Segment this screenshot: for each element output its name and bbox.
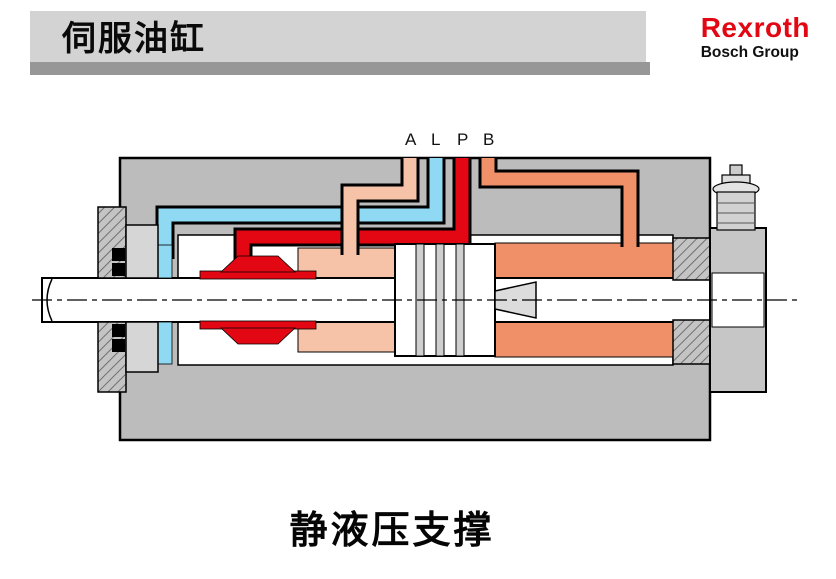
rod-seal [112,324,125,337]
port-label-l: L [431,130,441,149]
title-banner [30,11,646,62]
right-end-block [709,227,767,393]
port-a-channel [340,158,420,255]
gland-leakage-passages [156,244,173,365]
logo-brand-text: Rexroth [700,12,810,43]
title-banner-underline [30,62,650,75]
hydrostatic-pockets [199,255,317,345]
slide-caption: 静液压支撑 [289,510,495,552]
port-label-p: P [457,130,469,149]
port-label-a: A [405,130,417,149]
rexroth-logo: Rexroth Bosch Group [701,14,810,61]
leakage-channel-l [155,158,446,259]
rod-seal [112,263,125,276]
left-gland [97,206,159,393]
cylinder-cross-section-diagram [32,156,800,442]
port-b-channel [478,158,640,247]
rod-seal [112,248,125,261]
rod-seal [112,339,125,352]
page-title: 伺服油缸 [62,21,206,58]
position-sensor-fitting [712,164,760,231]
right-gland [672,237,711,365]
logo-group-text: Bosch Group [700,44,799,61]
port-label-b: B [483,130,495,149]
